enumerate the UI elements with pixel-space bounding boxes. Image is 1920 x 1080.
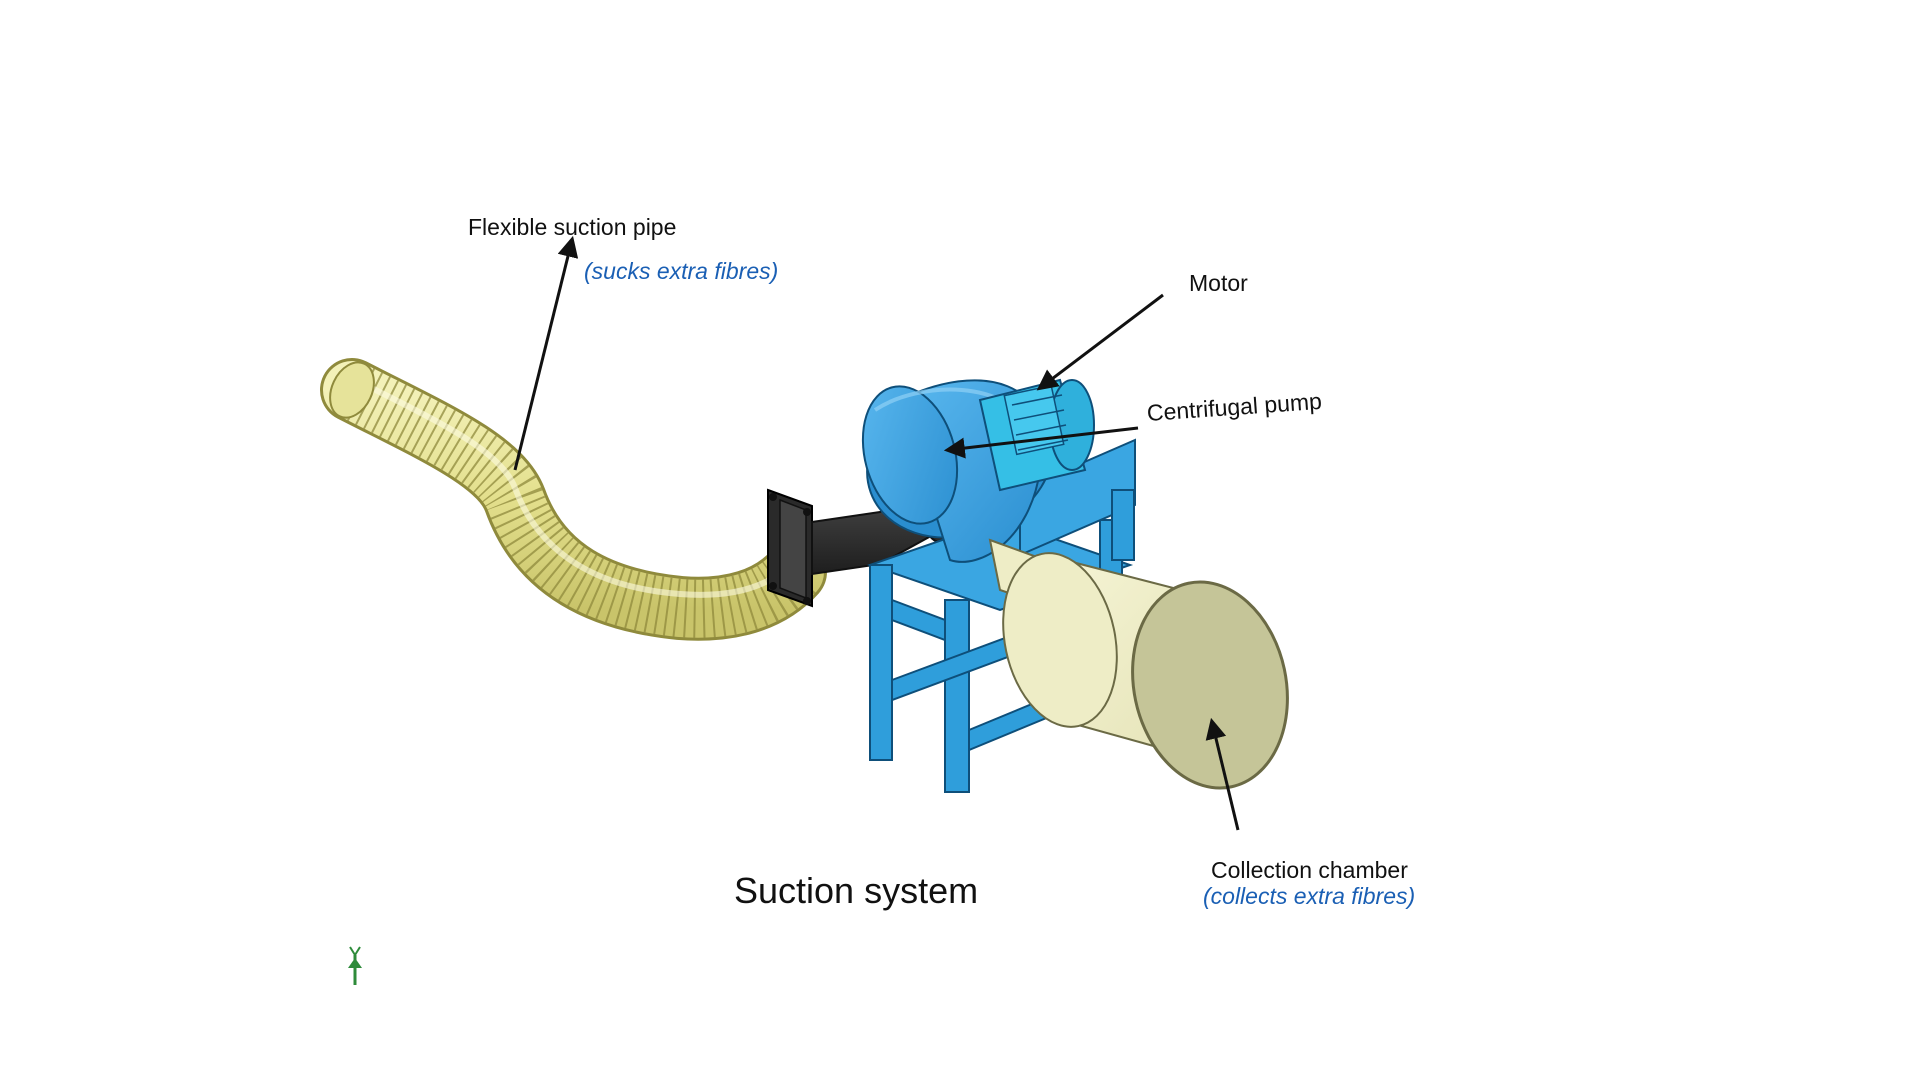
label-collection-chamber: Collection chamber — [1211, 857, 1408, 883]
collection-chamber — [988, 538, 1289, 790]
note-collects-extra-fibres: (collects extra fibres) — [1203, 883, 1416, 909]
arrow-motor — [1036, 293, 1164, 391]
arrow-chamber — [1205, 717, 1240, 831]
label-flexible-suction-pipe: Flexible suction pipe — [468, 214, 677, 240]
axis-triad-icon — [348, 946, 362, 985]
note-sucks-extra-fibres: (sucks extra fibres) — [584, 258, 779, 284]
diagram-caption: Suction system — [734, 870, 979, 911]
flexible-suction-pipe — [320, 358, 827, 641]
callout-arrows — [513, 235, 1240, 831]
arrow-pump — [943, 426, 1139, 459]
motor — [978, 378, 1095, 492]
arrow-pipe — [513, 235, 579, 471]
hose-flange — [767, 488, 813, 608]
label-motor: Motor — [1189, 270, 1248, 296]
